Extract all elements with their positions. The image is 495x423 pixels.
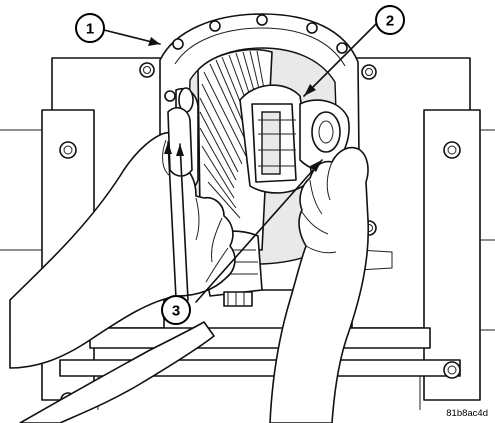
callout-1-label: 1 xyxy=(86,21,94,38)
callout-1: 1 xyxy=(75,13,105,43)
leader-lines xyxy=(103,21,379,303)
callout-3-label: 3 xyxy=(172,303,180,320)
callout-2-label: 2 xyxy=(386,13,394,30)
callout-3: 3 xyxy=(161,295,191,325)
right-hand xyxy=(269,146,370,423)
left-forearm xyxy=(19,321,215,423)
bolt-icon xyxy=(443,361,461,379)
bolt-icon xyxy=(59,141,77,159)
bolt-icon xyxy=(443,141,461,159)
figure-id: 81b8ac4d xyxy=(446,408,488,419)
callout-2: 2 xyxy=(375,5,405,35)
bolt-icon xyxy=(361,64,377,80)
differential-case xyxy=(239,84,350,194)
left-hand xyxy=(9,107,236,369)
bolt-icon xyxy=(139,62,155,78)
